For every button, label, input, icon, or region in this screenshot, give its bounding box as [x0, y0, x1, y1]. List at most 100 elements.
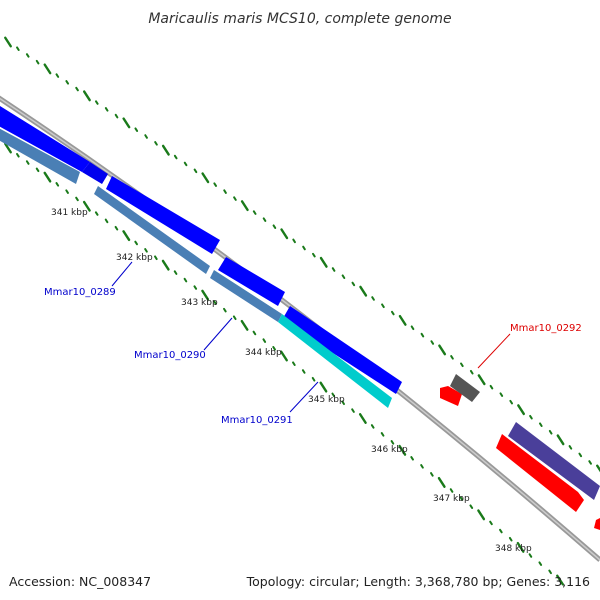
cds-feature[interactable]: [282, 306, 402, 394]
minor-tick: [35, 59, 40, 65]
minor-tick: [371, 296, 375, 301]
leader-line: [111, 261, 133, 287]
tick-label-346: 346 kbp: [371, 445, 408, 455]
minor-tick: [25, 160, 30, 165]
major-tick: [43, 63, 52, 75]
major-tick: [477, 374, 486, 386]
minor-tick: [529, 414, 533, 420]
minor-tick: [459, 496, 464, 501]
minor-tick: [390, 310, 395, 316]
inner-tick-ring: [4, 142, 564, 586]
minor-tick: [213, 300, 217, 305]
minor-tick: [508, 536, 513, 542]
cds-feature[interactable]: [440, 386, 462, 406]
homolog-feature[interactable]: [0, 126, 80, 184]
minor-tick: [134, 240, 138, 246]
minor-tick: [430, 340, 435, 345]
map-title: Maricaulis maris MCS10, complete genome: [148, 11, 451, 27]
major-tick: [240, 319, 249, 331]
minor-tick: [410, 456, 414, 461]
homolog-feature[interactable]: [94, 186, 210, 274]
minor-tick: [341, 400, 345, 406]
leader-line: [477, 333, 511, 369]
minor-tick: [55, 73, 60, 78]
minor-tick: [410, 325, 415, 331]
minor-tick: [302, 245, 306, 251]
gene-label-0289[interactable]: Mmar10_0289: [44, 287, 116, 298]
pseudo-feature[interactable]: [450, 374, 480, 402]
minor-tick: [311, 376, 316, 382]
minor-tick: [193, 285, 198, 290]
homolog-track: [0, 126, 392, 408]
cds-feature[interactable]: [82, 162, 108, 184]
cds-feature[interactable]: [218, 257, 285, 306]
minor-tick: [252, 210, 257, 215]
minor-tick: [262, 217, 267, 222]
major-tick: [82, 200, 91, 212]
minor-tick: [460, 362, 464, 368]
minor-tick: [154, 141, 158, 146]
major-tick: [161, 259, 170, 271]
minor-tick: [292, 361, 296, 367]
cds-feature[interactable]: [496, 434, 584, 512]
minor-tick: [568, 445, 573, 450]
major-tick: [438, 344, 447, 356]
minor-tick: [65, 189, 69, 194]
minor-tick: [449, 488, 454, 493]
minor-tick: [272, 224, 277, 229]
tick-label-341: 341 kbp: [51, 208, 88, 218]
major-tick: [82, 90, 91, 102]
minor-tick: [75, 86, 79, 92]
major-tick: [319, 256, 328, 268]
minor-tick: [489, 384, 494, 390]
tick-label-348: 348 kbp: [495, 544, 532, 554]
cds-feature[interactable]: [594, 518, 600, 530]
homolog-feature[interactable]: [210, 270, 282, 322]
minor-tick: [213, 182, 218, 187]
gene-label-0290[interactable]: Mmar10_0290: [134, 350, 206, 361]
minor-tick: [380, 432, 385, 437]
major-tick: [122, 117, 131, 129]
major-tick: [4, 36, 12, 48]
major-tick: [517, 404, 526, 416]
minor-tick: [65, 80, 70, 85]
minor-tick: [538, 561, 543, 566]
cds-feature[interactable]: [106, 176, 220, 254]
minor-tick: [223, 307, 227, 313]
minor-tick: [351, 408, 355, 413]
rna-feature[interactable]: [278, 314, 392, 408]
minor-tick: [351, 281, 356, 287]
minor-tick: [469, 369, 474, 375]
minor-tick: [489, 520, 493, 526]
minor-tick: [16, 152, 20, 158]
minor-tick: [370, 424, 375, 429]
minor-tick: [548, 429, 553, 435]
minor-tick: [252, 330, 257, 336]
minor-tick: [183, 161, 188, 167]
tick-label-343: 343 kbp: [181, 298, 218, 308]
cds-feature[interactable]: [0, 106, 90, 172]
major-tick: [280, 350, 288, 362]
minor-tick: [538, 422, 543, 428]
minor-tick: [154, 255, 158, 261]
right-features: [496, 422, 600, 530]
minor-tick: [114, 113, 119, 119]
major-tick: [201, 289, 210, 301]
other-feature[interactable]: [508, 422, 600, 500]
gene-label-0291[interactable]: Mmar10_0291: [221, 415, 293, 426]
major-tick: [437, 476, 446, 488]
minor-tick: [548, 569, 552, 575]
major-tick: [280, 228, 289, 240]
minor-tick: [578, 452, 583, 458]
minor-tick: [16, 46, 20, 51]
outer-tick-ring: [4, 36, 600, 473]
minor-tick: [381, 303, 385, 309]
minor-tick: [331, 392, 336, 398]
major-tick: [358, 413, 367, 424]
minor-tick: [233, 196, 237, 201]
minor-tick: [272, 346, 276, 351]
major-tick: [398, 314, 407, 326]
gene-label-0292[interactable]: Mmar10_0292: [510, 323, 582, 334]
minor-tick: [134, 127, 139, 132]
